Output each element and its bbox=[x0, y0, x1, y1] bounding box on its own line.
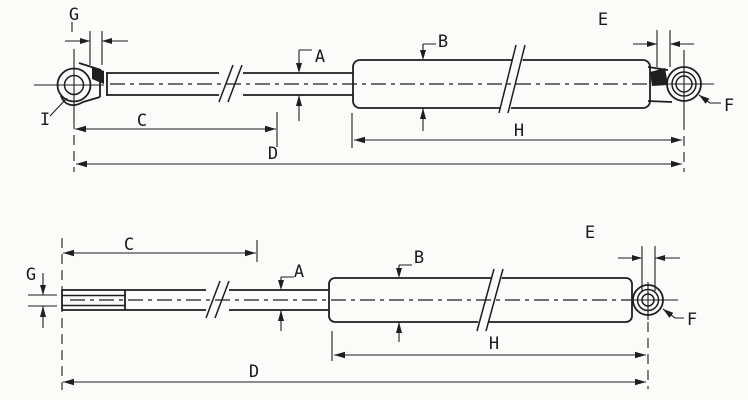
figure-top-gas-spring: G I A B E bbox=[34, 5, 734, 172]
dim-a-top: A bbox=[296, 47, 325, 121]
label-e-bottom: E bbox=[585, 223, 595, 243]
label-f-bottom: F bbox=[687, 310, 697, 330]
dim-d-top: D bbox=[76, 144, 682, 168]
left-eyelet-crosshair bbox=[34, 49, 104, 119]
right-eyelet-fitting bbox=[647, 50, 714, 172]
label-h-top: H bbox=[514, 121, 524, 141]
dim-g-top: G bbox=[65, 5, 128, 65]
label-a-top: A bbox=[315, 47, 325, 67]
label-h-bottom: H bbox=[489, 334, 499, 354]
dim-a-bottom: A bbox=[278, 262, 304, 331]
dim-c-bottom: C bbox=[63, 235, 258, 262]
dim-i-top: I bbox=[40, 97, 68, 130]
dim-g-bottom: G bbox=[26, 265, 57, 328]
label-a-bottom: A bbox=[294, 262, 304, 282]
label-d-top: D bbox=[268, 144, 278, 164]
cylinder-body bbox=[352, 44, 651, 114]
dim-e-top: E bbox=[598, 10, 694, 67]
ball-socket-crosshair bbox=[629, 282, 678, 320]
label-b-top: B bbox=[438, 32, 448, 52]
figure-bottom-gas-spring: C G A B E bbox=[26, 223, 697, 390]
label-b-bottom: B bbox=[414, 248, 424, 268]
label-c-top: C bbox=[137, 111, 147, 131]
dim-e-bottom: E bbox=[585, 223, 680, 291]
dim-f-top: F bbox=[698, 94, 734, 116]
thread-lines bbox=[62, 294, 125, 307]
right-eyelet-crosshair bbox=[656, 50, 714, 120]
ball-socket-fitting bbox=[629, 282, 678, 389]
right-clamp-wedge bbox=[650, 68, 668, 86]
label-g-top: G bbox=[69, 5, 79, 25]
label-e-top: E bbox=[598, 10, 608, 30]
dim-h-bottom: H bbox=[331, 331, 646, 361]
left-clamp-wedge bbox=[92, 67, 104, 84]
label-i-top: I bbox=[40, 110, 50, 130]
label-c-bottom: C bbox=[124, 235, 134, 255]
dim-f-bottom: F bbox=[662, 308, 697, 330]
dim-d-bottom: D bbox=[63, 362, 646, 386]
label-g-bottom: G bbox=[26, 265, 36, 285]
dim-b-top: B bbox=[420, 32, 448, 131]
dim-b-bottom: B bbox=[396, 248, 424, 342]
left-eyelet-fitting bbox=[34, 49, 108, 172]
label-d-bottom: D bbox=[249, 362, 259, 382]
cylinder-break-marks bbox=[498, 44, 526, 114]
label-f-top: F bbox=[724, 96, 734, 116]
dim-c-top: C bbox=[75, 111, 278, 147]
dim-h-top: H bbox=[351, 113, 682, 148]
